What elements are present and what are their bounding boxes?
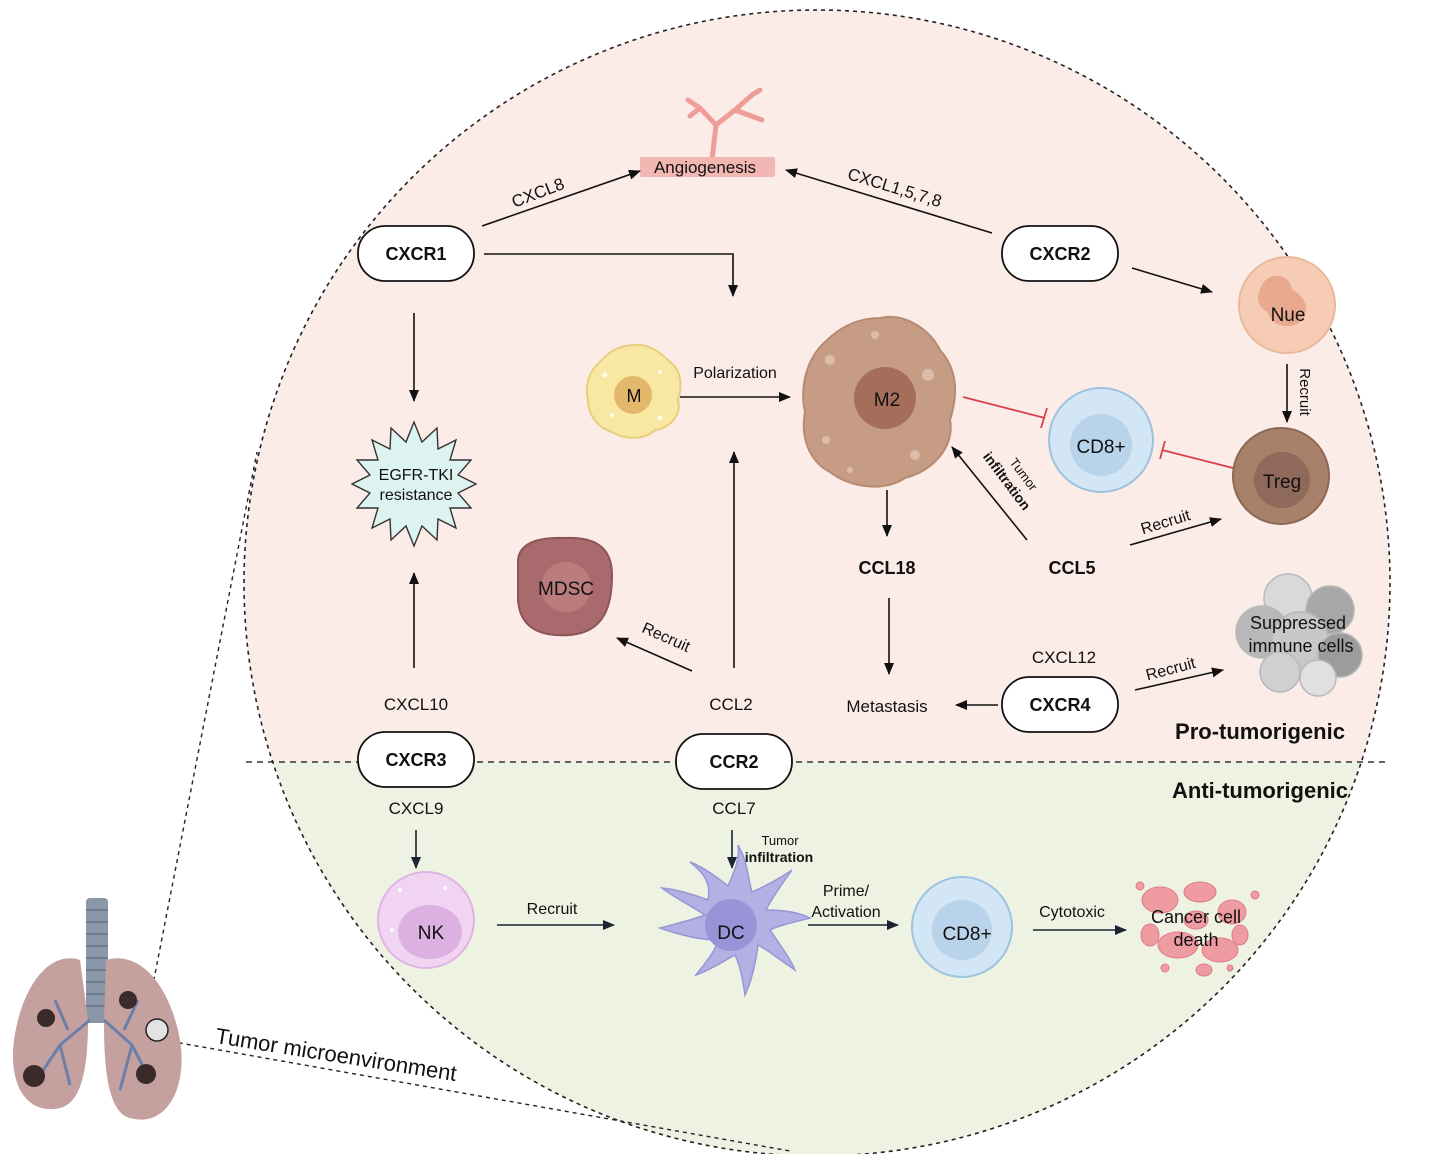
lungs-illustration [13, 898, 182, 1120]
cxcr3-label: CXCR3 [385, 750, 446, 770]
cxcr1-pill [357, 225, 475, 282]
anti-tumorigenic-region [244, 762, 1390, 1154]
cxcr3-pill [357, 731, 475, 788]
tumor-infiltration-2-line2: infiltration [745, 849, 813, 865]
activation-label: Activation [811, 904, 880, 921]
recruit-nk-label: Recruit [527, 901, 578, 918]
cxcl12-label: CXCL12 [1032, 648, 1096, 667]
arrow-cxcr1-polarization [484, 253, 738, 297]
cytotoxic-label: Cytotoxic [1039, 904, 1105, 921]
zoom-line-lower [162, 1039, 791, 1152]
macrophage-m2-cell [802, 315, 957, 488]
neutrophil-cell [1238, 256, 1336, 354]
metastasis-label: Metastasis [846, 697, 927, 716]
cancer-death-line2: death [1173, 930, 1218, 950]
zoom-line-upper [145, 451, 258, 1021]
angiogenesis-label: Angiogenesis [654, 158, 756, 177]
cxcr2-pill [1001, 225, 1119, 282]
anti-arrows [411, 830, 1127, 935]
inhibit-m2-cd8 [962, 396, 1046, 419]
ccl7-label: CCL7 [712, 799, 755, 818]
nue-label: Nue [1271, 305, 1306, 326]
cd8-bottom-label: CD8+ [942, 924, 991, 945]
egfr-label-line2: resistance [380, 487, 453, 504]
arrow-ccl2-mdsc [616, 637, 693, 672]
cancer-cell-death-icon [1135, 881, 1260, 977]
polarization-label: Polarization [693, 365, 777, 382]
arrow-cxcr2-angiogenesis [785, 168, 993, 234]
arrow-cxcr2-nue [1131, 267, 1213, 294]
m-cell-label: M [627, 386, 642, 406]
background-regions [244, 10, 1390, 1154]
cd8-bottom-cell [911, 876, 1013, 978]
inhibit-m2-cd8-bar [1040, 407, 1048, 429]
treg-cell [1232, 427, 1330, 525]
arrow-cxcr4-suppressed [1134, 667, 1224, 691]
cxcr1-label: CXCR1 [385, 244, 446, 264]
inhibition-lines [962, 396, 1234, 469]
cd8-top-cell [1048, 387, 1154, 493]
microenvironment-boundary [243, 9, 1391, 1154]
angiogenesis-band [640, 157, 775, 177]
arrow-cxcr1-angiogenesis [481, 169, 641, 227]
recruit-nue-treg-label: Recruit [1296, 368, 1313, 416]
cancer-death-line1: Cancer cell [1151, 907, 1241, 927]
ccr2-label: CCR2 [709, 752, 758, 772]
dendritic-cell [657, 844, 813, 998]
nk-label: NK [418, 923, 445, 944]
microenvironment-label: Tumor microenvironment [214, 1023, 459, 1086]
ccr2-pill [675, 733, 793, 790]
tumor-infiltration-2-line1: Tumor [761, 833, 799, 848]
arrow-ccl5-m2 [951, 446, 1028, 541]
ccl18-label: CCL18 [858, 558, 915, 578]
mdsc-cell [517, 536, 614, 637]
mdsc-label: MDSC [538, 579, 594, 600]
blood-vessel-icon [685, 87, 765, 163]
suppressed-label-line1: Suppressed [1250, 613, 1346, 633]
cxcl9-label: CXCL9 [389, 799, 444, 818]
cxcl10-label: CXCL10 [384, 695, 448, 714]
egfr-tki-star [350, 420, 478, 548]
inhibit-treg-cd8-bar [1159, 440, 1166, 460]
suppressed-immune-cells [1235, 573, 1363, 697]
m2-cell-label: M2 [874, 390, 900, 411]
cxcr4-label: CXCR4 [1029, 695, 1090, 715]
treg-label: Treg [1263, 472, 1301, 493]
anti-tumorigenic-label: Anti-tumorigenic [1172, 778, 1348, 803]
cxcr2-label: CXCR2 [1029, 244, 1090, 264]
dc-label: DC [717, 923, 744, 944]
ccl2-label: CCL2 [709, 695, 752, 714]
nk-cell [377, 871, 475, 969]
arrow-ccl5-treg [1129, 517, 1222, 546]
macrophage-m-cell [585, 343, 682, 439]
cd8-top-label: CD8+ [1076, 437, 1125, 458]
egfr-label-line1: EGFR-TKI [379, 467, 454, 484]
suppressed-label-line2: immune cells [1248, 636, 1353, 656]
prime-label: Prime/ [823, 883, 870, 900]
cxcr4-pill [1001, 676, 1119, 733]
pro-tumorigenic-label: Pro-tumorigenic [1175, 719, 1345, 744]
ccl5-label: CCL5 [1048, 558, 1095, 578]
pro-arrows [409, 168, 1292, 710]
inhibit-treg-cd8 [1161, 449, 1234, 469]
